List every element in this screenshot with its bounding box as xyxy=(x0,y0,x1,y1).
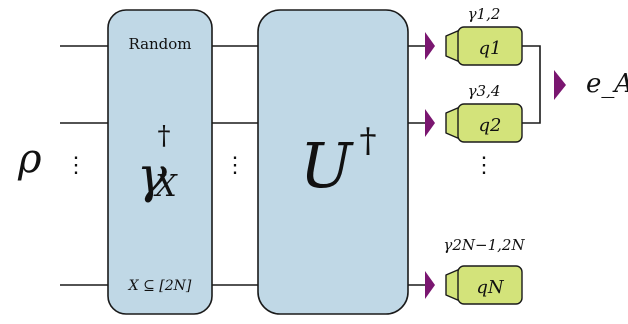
random-majorana-block: Random γ † X X ⊆ [2N] xyxy=(107,9,213,315)
measurement-marker-n xyxy=(425,271,435,299)
qubit-label-2: q2 xyxy=(479,115,502,136)
pair-label-1: γ1,2 xyxy=(468,5,501,23)
random-block-box xyxy=(107,9,213,315)
measurement-detector-2: q2 γ3,4 xyxy=(425,82,523,143)
random-block-header: Random xyxy=(128,35,191,53)
ellipsis-output: ⋮ xyxy=(473,153,495,178)
unitary-operator-dagger: † xyxy=(360,121,377,161)
pair-label-n: γ2N−1,2N xyxy=(443,236,525,254)
measurement-detector-1: q1 γ1,2 xyxy=(425,5,523,66)
measurement-marker-1 xyxy=(425,32,435,60)
input-state-label: ρ xyxy=(17,136,42,182)
pair-label-2: γ3,4 xyxy=(468,82,501,100)
measurement-marker-2 xyxy=(425,109,435,137)
random-operator-dagger: † xyxy=(158,121,171,151)
ellipsis-middle: ⋮ xyxy=(224,153,246,178)
input-wires xyxy=(60,45,108,286)
unitary-block-box xyxy=(257,9,409,315)
output-marker xyxy=(554,70,566,100)
ellipsis-input: ⋮ xyxy=(65,153,87,178)
random-operator-base: γ xyxy=(137,146,167,204)
random-block-footer: X ⊆ [2N] xyxy=(128,278,192,294)
output-wires xyxy=(408,45,425,286)
qubit-label-n: qN xyxy=(476,277,505,298)
output-label: e_A xyxy=(586,69,628,99)
random-operator-subscript: X xyxy=(153,169,178,204)
unitary-operator-base: U xyxy=(300,129,354,202)
detector-box-n xyxy=(457,265,523,305)
unitary-block: U † xyxy=(257,9,409,315)
middle-wires xyxy=(212,45,258,286)
qubit-label-1: q1 xyxy=(479,38,502,59)
measurement-detector-n: qN γ2N−1,2N xyxy=(425,236,525,305)
combine-bracket xyxy=(522,45,541,124)
